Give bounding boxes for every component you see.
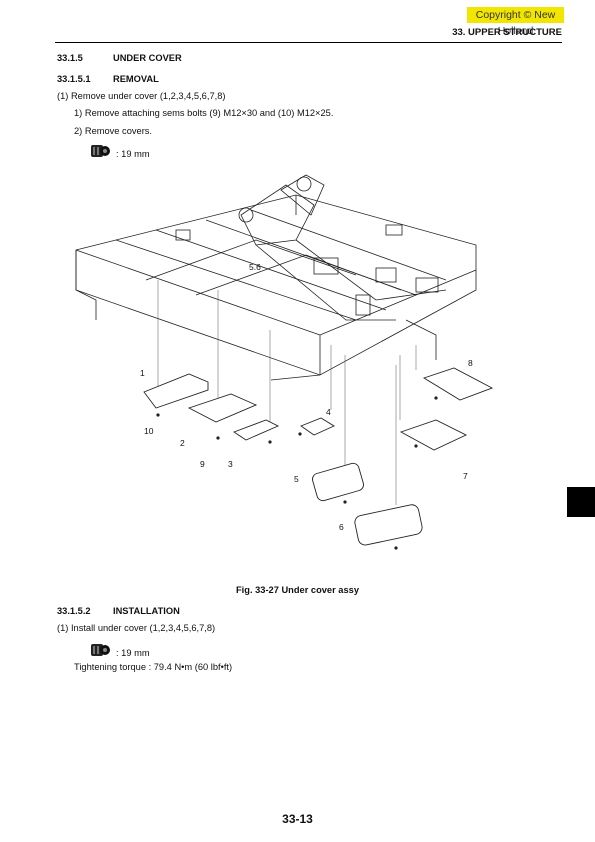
frame-label: 5.6 xyxy=(249,262,261,272)
callout-8: 8 xyxy=(468,358,473,368)
cover-panels xyxy=(143,367,494,546)
removal-tool-size: : 19 mm xyxy=(116,149,150,159)
cover-7 xyxy=(399,419,468,451)
section-title: UNDER COVER xyxy=(113,53,182,63)
callout-6: 6 xyxy=(339,522,344,532)
header-rule xyxy=(55,42,562,43)
cover-2 xyxy=(187,393,258,423)
callout-1: 1 xyxy=(140,368,145,378)
cover-5 xyxy=(312,462,364,502)
socket-wrench-icon xyxy=(91,644,110,656)
cover-3 xyxy=(233,419,280,441)
removal-heading: 33.1.5.1 REMOVAL xyxy=(57,74,159,84)
callout-2: 2 xyxy=(180,438,185,448)
installation-step: (1) Install under cover (1,2,3,4,5,6,7,8… xyxy=(57,623,216,633)
callout-5: 5 xyxy=(294,474,299,484)
removal-step: (1) Remove under cover (1,2,3,4,5,6,7,8) xyxy=(57,91,226,101)
installation-tool-size: : 19 mm xyxy=(116,648,150,658)
removal-title: REMOVAL xyxy=(113,74,159,84)
cover-8 xyxy=(422,367,494,401)
upper-frame-drawing xyxy=(75,174,477,381)
section-number: 33.1.5 xyxy=(57,53,83,63)
cover-1 xyxy=(143,373,209,409)
copyright-badge: Copyright © New Holland xyxy=(467,7,564,37)
chapter-title: 33. UPPER STRUCTURE xyxy=(452,27,562,38)
section-heading: 33.1.5 UNDER COVER xyxy=(57,53,182,63)
installation-number: 33.1.5.2 xyxy=(57,606,91,616)
leader-lines xyxy=(157,280,417,505)
removal-number: 33.1.5.1 xyxy=(57,74,91,84)
figure-caption: Fig. 33-27 Under cover assy xyxy=(236,585,359,595)
under-cover-figure: 5.6 1 2 3 4 5 6 7 8 9 10 xyxy=(75,174,494,550)
installation-title: INSTALLATION xyxy=(113,606,180,616)
socket-wrench-icon xyxy=(91,145,110,157)
callout-7: 7 xyxy=(463,471,468,481)
cover-6 xyxy=(354,504,423,546)
page-number: 33-13 xyxy=(282,812,313,826)
callout-3: 3 xyxy=(228,459,233,469)
callout-labels: 1 2 3 4 5 6 7 8 9 10 xyxy=(140,358,473,532)
chapter-tab xyxy=(567,487,595,517)
callout-9: 9 xyxy=(200,459,205,469)
removal-substep-1: 1) Remove attaching sems bolts (9) M12×3… xyxy=(74,108,334,118)
callout-4: 4 xyxy=(326,407,331,417)
tightening-torque: Tightening torque : 79.4 N•m (60 lbf•ft) xyxy=(74,662,233,672)
callout-10: 10 xyxy=(144,426,154,436)
installation-heading: 33.1.5.2 INSTALLATION xyxy=(57,606,180,616)
removal-substep-2: 2) Remove covers. xyxy=(74,126,153,136)
cover-4 xyxy=(300,417,335,436)
bolt-markers xyxy=(156,396,438,550)
